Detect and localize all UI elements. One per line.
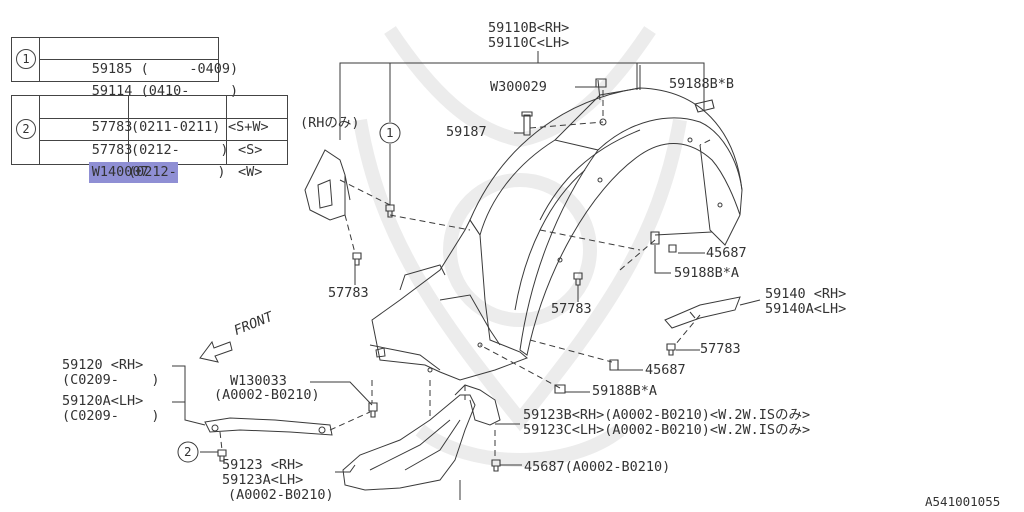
legend-group-2: 2 57783(0211-0211)<S+W> 57783(0212- )<S>… bbox=[11, 95, 288, 183]
legend-row-selected[interactable]: W140007(0212- )<W> bbox=[40, 140, 287, 183]
label-59110b[interactable]: 59110B<RH> bbox=[488, 20, 570, 36]
label-59123b[interactable]: 59123B<RH>(A0002-B0210)<W.2W.ISのみ> bbox=[523, 407, 811, 423]
legend-row[interactable]: 57783(0212- )<S> bbox=[40, 118, 287, 158]
label-59120a-range: (C0209- ) bbox=[62, 408, 160, 424]
part-number: 59185 bbox=[91, 61, 133, 77]
ref-circle-2: 2 bbox=[16, 119, 36, 139]
label-59188ba-upper[interactable]: 59188B*A bbox=[674, 265, 740, 281]
part-variant: <S+W> bbox=[228, 119, 269, 135]
label-59120[interactable]: 59120 <RH> bbox=[62, 357, 144, 373]
watermark-emblem bbox=[353, 26, 687, 467]
ref-circle-2-callout[interactable] bbox=[177, 441, 199, 463]
label-59140a[interactable]: 59140A<LH> bbox=[765, 301, 847, 317]
label-59140[interactable]: 59140 <RH> bbox=[765, 286, 847, 302]
side-bracket-59140[interactable] bbox=[664, 296, 741, 329]
part-number: 57783 bbox=[91, 119, 133, 135]
label-59188ba-lower[interactable]: 59188B*A bbox=[592, 383, 658, 399]
label-57783-center[interactable]: 57783 bbox=[551, 301, 592, 317]
part-range: (0212- ) bbox=[131, 142, 229, 158]
lower-front-liner[interactable] bbox=[369, 219, 528, 381]
lower-under-cover[interactable] bbox=[342, 384, 501, 500]
label-45687-lower[interactable]: 45687(A0002-B0210) bbox=[524, 459, 671, 475]
leader-lines bbox=[172, 51, 761, 473]
part-number-highlighted[interactable]: W140007 bbox=[88, 162, 178, 183]
label-59123-range: (A0002-B0210) bbox=[228, 487, 334, 503]
label-w130033[interactable]: W130033 bbox=[230, 373, 287, 389]
ref-circle-1: 1 bbox=[16, 49, 36, 69]
label-rh-only: (RHのみ) bbox=[300, 115, 360, 131]
ref-number-1: 1 bbox=[386, 125, 394, 140]
label-w300029[interactable]: W300029 bbox=[490, 79, 547, 95]
label-45687-upper[interactable]: 45687 bbox=[706, 245, 747, 261]
label-59123[interactable]: 59123 <RH> bbox=[222, 457, 304, 473]
label-w130033-range: (A0002-B0210) bbox=[214, 387, 320, 403]
label-59188bb[interactable]: 59188B*B bbox=[669, 76, 735, 92]
label-59110c[interactable]: 59110C<LH> bbox=[488, 35, 570, 51]
part-number: 57783 bbox=[91, 142, 133, 158]
part-range: (0211-0211) bbox=[131, 119, 221, 135]
label-59120a[interactable]: 59120A<LH> bbox=[62, 393, 144, 409]
label-57783-right[interactable]: 57783 bbox=[700, 341, 741, 357]
label-59120-range: (C0209- ) bbox=[62, 372, 160, 388]
part-range: (0212- ) bbox=[128, 164, 226, 180]
label-57783-left[interactable]: 57783 bbox=[328, 285, 369, 301]
drawing-code: A541001055 bbox=[925, 494, 1001, 509]
front-arrow-icon bbox=[199, 340, 233, 363]
assembly-guides bbox=[219, 90, 711, 460]
legend-row[interactable]: 57783(0211-0211) <S+W> bbox=[40, 96, 287, 135]
part-variant: <S> bbox=[238, 142, 263, 158]
label-45687-middle[interactable]: 45687 bbox=[645, 362, 686, 378]
label-59123c[interactable]: 59123C<LH>(A0002-B0210)<W.2W.ISのみ> bbox=[523, 422, 811, 438]
rh-splash-guard[interactable] bbox=[304, 149, 351, 221]
fastener-clips[interactable] bbox=[217, 78, 715, 472]
part-range: ( -0409) bbox=[140, 61, 239, 77]
label-59123a[interactable]: 59123A<LH> bbox=[222, 472, 304, 488]
label-59187[interactable]: 59187 bbox=[446, 124, 487, 140]
legend-row[interactable]: 59185 ( -0409) bbox=[40, 38, 238, 77]
inner-fender-liner[interactable] bbox=[469, 65, 743, 356]
ref-circle-1-callout[interactable] bbox=[379, 122, 401, 144]
ref-number-2: 2 bbox=[184, 444, 192, 459]
part-variant: <W> bbox=[238, 164, 263, 180]
front-bracket-59120[interactable] bbox=[204, 417, 333, 436]
